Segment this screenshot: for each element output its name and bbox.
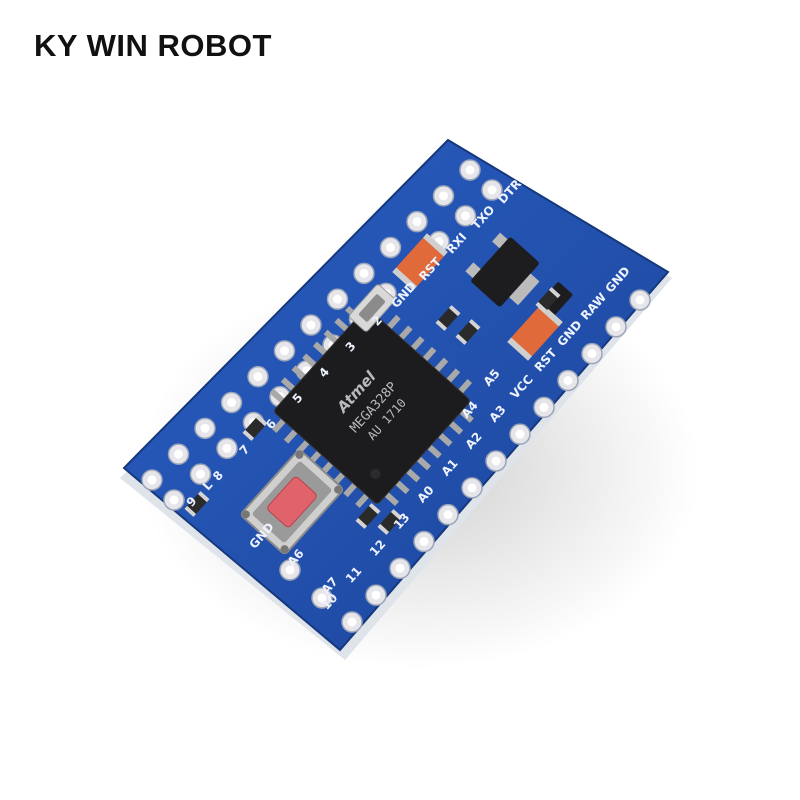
inner-pad	[279, 559, 301, 581]
brand-title: KY WIN ROBOT	[34, 28, 272, 63]
right-pad	[533, 396, 555, 419]
left-pad	[220, 391, 243, 414]
right-pin-row	[341, 289, 651, 633]
smd-part	[455, 319, 481, 345]
inner-pad	[311, 587, 333, 609]
left-pad-inner	[163, 489, 185, 511]
left-pad	[167, 443, 190, 465]
left-pad	[406, 210, 428, 233]
left-pad-inner	[189, 463, 212, 485]
right-pad	[629, 289, 651, 311]
right-pad	[605, 316, 627, 338]
right-pad	[389, 557, 411, 580]
left-pad	[432, 185, 455, 207]
left-pad	[273, 340, 296, 362]
right-pad	[509, 423, 531, 445]
smd-components	[184, 287, 561, 535]
chip-legs	[270, 304, 474, 508]
right-pad	[341, 611, 363, 633]
reset-button	[240, 449, 344, 555]
right-pad	[557, 369, 579, 392]
left-pad	[326, 288, 349, 310]
right-pad	[581, 342, 603, 365]
microcontroller-chip: Atmel MEGA328P AU 1710	[270, 304, 474, 508]
right-pad	[413, 530, 435, 553]
left-pad	[194, 417, 216, 440]
left-pad	[353, 262, 375, 285]
inner-pin-row	[279, 559, 333, 609]
smd-part	[435, 305, 461, 331]
right-pad	[485, 450, 507, 472]
right-pad	[461, 477, 483, 499]
right-pad	[437, 503, 459, 526]
smd-part	[355, 503, 381, 529]
left-pad	[300, 314, 322, 336]
left-pad	[379, 236, 402, 259]
left-pad	[459, 159, 481, 181]
smd-part	[377, 509, 403, 535]
voltage-regulator	[465, 232, 540, 307]
smd-part	[184, 491, 210, 517]
left-pad	[247, 365, 269, 388]
capacitor-left	[392, 233, 448, 291]
left-pad-inner	[454, 205, 477, 227]
resonator	[349, 284, 395, 332]
left-pad-inner	[481, 179, 503, 201]
left-pad	[141, 469, 163, 491]
left-pad-inner	[216, 437, 238, 460]
smd-part	[242, 415, 268, 441]
smd-part	[535, 287, 561, 313]
right-pad	[365, 584, 387, 606]
